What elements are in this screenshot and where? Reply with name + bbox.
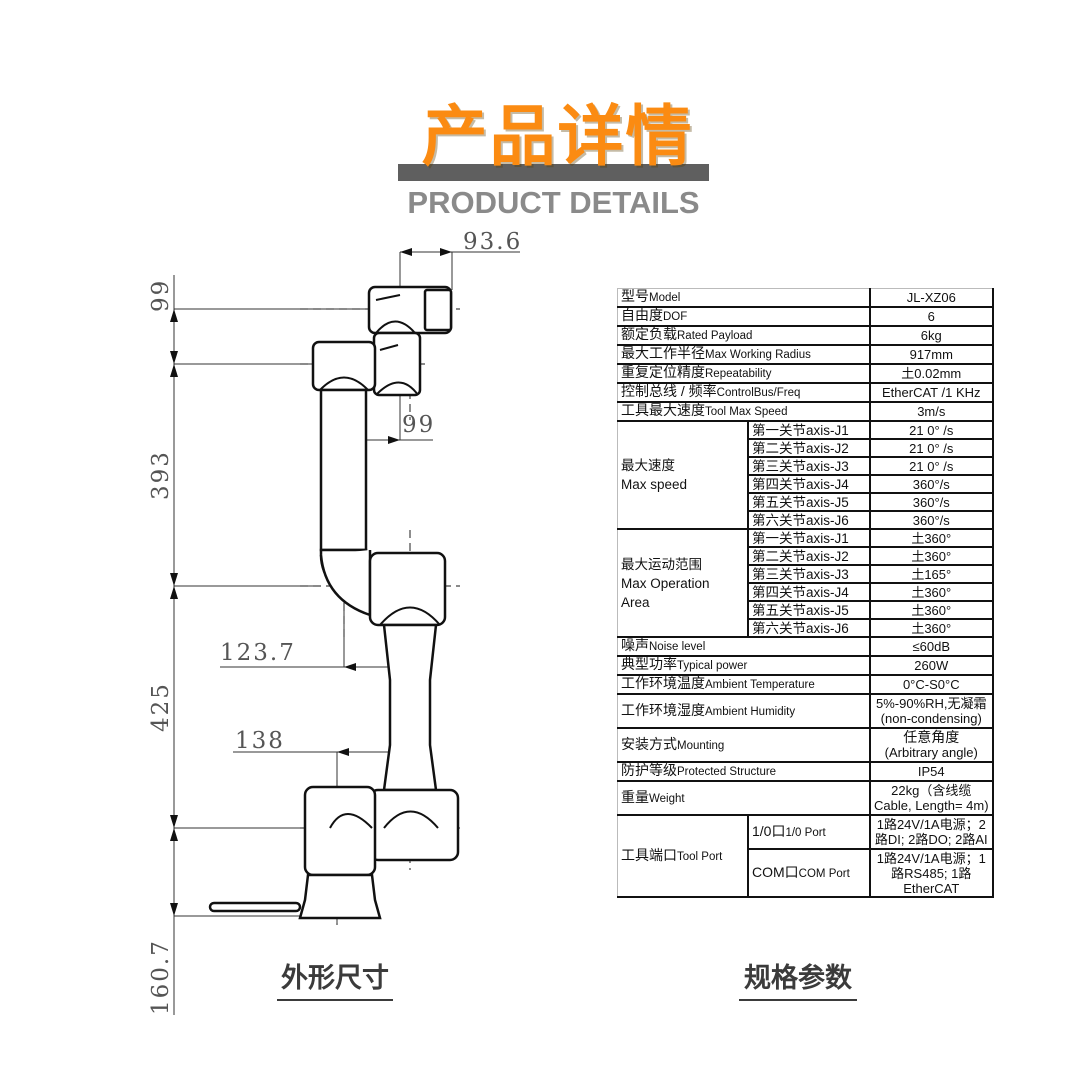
spec-value-radius: 917mm [869, 344, 994, 365]
page-title-cn: 产品详情 [421, 98, 694, 175]
spec-row-area-j4: 第四关节axis-J4 土360° [618, 582, 994, 602]
dim-upper-arm-length: 425 [148, 682, 174, 732]
spec-row-speed-j5: 第五关节axis-J5 360°/s [618, 492, 994, 512]
dim-base-offset: 138 [235, 728, 285, 754]
spec-value-tool-speed: 3m/s [869, 401, 994, 422]
spec-row-repeatability: 重复定位精度Repeatability 土0.02mm [617, 363, 994, 384]
spec-row-humidity: 工作环境湿度Ambient Humidity 5%-90%RH,无凝霜(non-… [617, 693, 994, 729]
spec-row-controlbus: 控制总线 / 频率ControlBus/Freq EtherCAT /1 KHz [617, 382, 994, 403]
spec-row-speed-j2: 第二关节axis-J2 21 0° /s [618, 438, 994, 458]
spec-row-dof: 自由度DOF 6 [617, 306, 994, 327]
spec-row-radius: 最大工作半径Max Working Radius 917mm [617, 344, 994, 365]
specs-caption: 规格参数 [739, 962, 857, 1001]
dim-wrist-height: 99 [148, 278, 174, 312]
spec-row-speed-j3: 第三关节axis-J3 21 0° /s [618, 456, 994, 476]
tool-port-label: 工具端口Tool Port [617, 814, 749, 898]
spec-row-model: 型号Model JL-XZ06 [617, 288, 994, 308]
spec-row-area-j2: 第二关节axis-J2 土360° [618, 546, 994, 566]
dim-top-offset: 93.6 [463, 229, 523, 255]
spec-row-noise: 噪声Noise level ≤60dB [617, 636, 994, 657]
dim-forearm-offset: 99 [402, 412, 436, 438]
drawing-caption: 外形尺寸 [277, 962, 393, 1001]
spec-row-power: 典型功率Typical power 260W [617, 655, 994, 676]
spec-row-area-j6: 第六关节axis-J6 土360° [618, 618, 994, 638]
spec-row-area-j3: 第三关节axis-J3 土165° [618, 564, 994, 584]
spec-value-dof: 6 [869, 306, 994, 327]
dim-elbow-offset: 123.7 [220, 640, 296, 666]
spec-row-mounting: 安装方式Mounting 任意角度(Arbitrary angle) [617, 727, 994, 763]
spec-value-payload: 6kg [869, 325, 994, 346]
spec-row-tool-speed: 工具最大速度Tool Max Speed 3m/s [617, 401, 994, 422]
spec-row-speed-j6: 第六关节axis-J6 360°/s [618, 510, 994, 530]
spec-value-model: JL-XZ06 [869, 288, 994, 308]
robot-dimension-drawing: 93.6 99 99 393 123.7 425 138 160.7 [130, 225, 610, 1025]
spec-row-payload: 额定负载Rated Payload 6kg [617, 325, 994, 346]
spec-row-area-j5: 第五关节axis-J5 土360° [618, 600, 994, 620]
spec-row-protection: 防护等级Protected Structure IP54 [617, 761, 994, 782]
robot-arm-diagram [170, 248, 520, 1015]
spec-value-repeatability: 土0.02mm [869, 363, 994, 384]
dim-base-height: 160.7 [148, 939, 174, 1015]
header-underline-bar [398, 164, 709, 181]
spec-row-speed-j4: 第四关节axis-J4 360°/s [618, 474, 994, 494]
spec-row-temperature: 工作环境温度Ambient Temperature 0°C-S0°C [617, 674, 994, 695]
page-title-en: PRODUCT DETAILS [407, 185, 700, 220]
spec-value-controlbus: EtherCAT /1 KHz [869, 382, 994, 403]
dim-forearm-length: 393 [148, 450, 174, 500]
spec-table: 型号Model JL-XZ06 自由度DOF 6 额定负载Rated Paylo… [617, 288, 994, 898]
